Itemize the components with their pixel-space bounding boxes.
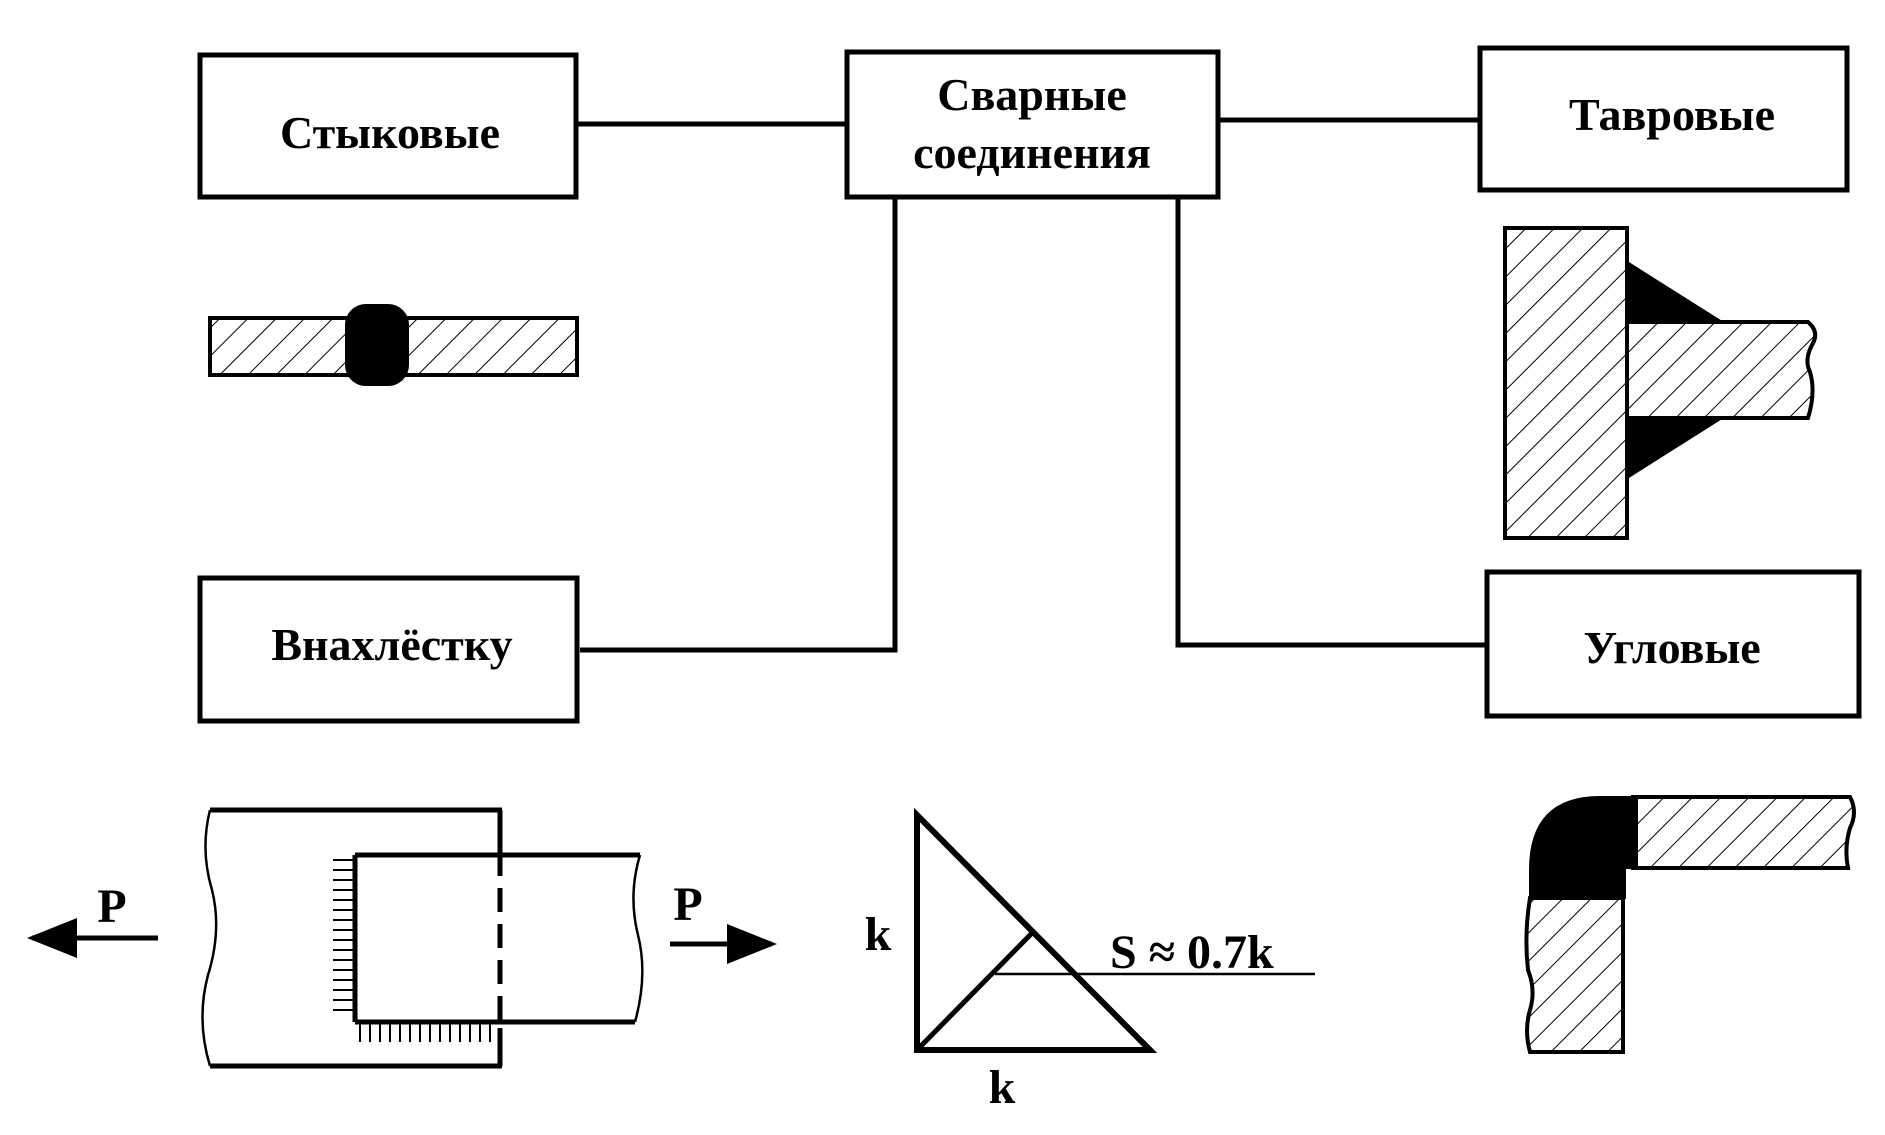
- butt-plate-left: [208, 316, 352, 377]
- tee-box-label: Тавровые: [1569, 89, 1775, 140]
- tee-weld-top: [1626, 260, 1726, 323]
- connector-lap: [580, 197, 898, 653]
- fillet-leg-horizontal-label: k: [989, 1061, 1016, 1114]
- force-label-right: P: [673, 878, 702, 931]
- fillet-section-drawing: k k S ≈ 0.7k: [865, 807, 1315, 1114]
- center-box-label-line1: Сварные: [937, 69, 1126, 120]
- lap-joint-drawing: P P: [27, 807, 777, 1069]
- butt-plate-right: [403, 316, 579, 377]
- tee-vertical-plate: [1503, 226, 1629, 540]
- lap-box-label: Внахлёстку: [271, 619, 512, 670]
- fillet-leg-vertical-label: k: [865, 908, 892, 961]
- tee-joint-drawing: [1503, 226, 1818, 540]
- connector-corner: [1175, 197, 1487, 648]
- corner-vertical-plate: [1524, 896, 1625, 1054]
- butt-joint-drawing: [208, 304, 579, 386]
- center-box-label-line2: соединения: [913, 127, 1151, 178]
- corner-horizontal-plate: [1631, 795, 1856, 870]
- fillet-throat-line: [915, 930, 1035, 1052]
- center-box: Сварные соединения: [844, 49, 1221, 200]
- corner-box: Угловые: [1484, 569, 1862, 719]
- lap-weld-ticks-bottom: [359, 1022, 491, 1042]
- lap-weld-ticks-left: [333, 859, 355, 1011]
- fillet-throat-formula: S ≈ 0.7k: [1110, 926, 1274, 979]
- lap-outer-plate-break-edge: [201, 809, 218, 1067]
- butt-weld: [345, 304, 409, 386]
- tee-weld-bottom: [1626, 417, 1726, 480]
- lap-box: Внахлёстку: [197, 575, 580, 724]
- butt-box: Стыковые: [197, 52, 579, 200]
- lap-inner-plate-break-edge: [632, 854, 644, 1023]
- butt-box-label: Стыковые: [280, 107, 500, 158]
- connector-lines: [578, 117, 1487, 653]
- force-label-left: P: [97, 880, 126, 933]
- tee-horizontal-plate: [1625, 320, 1818, 420]
- tee-box: Тавровые: [1477, 45, 1850, 193]
- corner-joint-drawing: [1524, 795, 1856, 1054]
- corner-weld: [1529, 796, 1638, 899]
- corner-box-label: Угловые: [1583, 622, 1760, 673]
